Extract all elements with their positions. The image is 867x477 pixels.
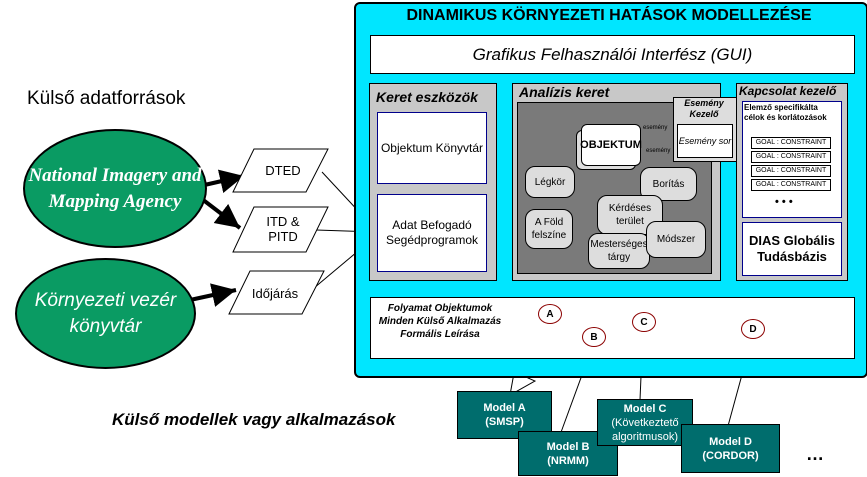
model-a-name: Model A	[483, 402, 526, 414]
model-d-sub: (CORDOR)	[702, 449, 759, 462]
connector-a: A	[538, 304, 562, 324]
model-c-name: Model C	[623, 402, 667, 415]
object-library-box: Objektum Könyvtár	[377, 112, 487, 184]
external-sources-heading: Külső adatforrások	[27, 88, 186, 109]
model-b-name: Model B	[546, 440, 590, 453]
esemeny-label-2: esemény	[646, 148, 671, 154]
weather-parallelogram	[228, 270, 325, 315]
env-library-label: Környezeti vezér könyvtár	[34, 289, 177, 337]
gui-box: Grafikus Felhasználói Interfész (GUI)	[370, 35, 855, 74]
node-artificial-object: Mesterséges tárgy	[588, 233, 650, 269]
goals-title: Elemző specifikálta célok és korlátozáso…	[744, 103, 827, 122]
weather-label: Időjárás	[251, 285, 299, 301]
itd-label: ITD & PITD	[266, 214, 300, 244]
model-c: Model C(Következtető algoritmusok)	[597, 399, 693, 446]
itd-parallelogram	[232, 206, 329, 253]
frame-tools-title: Keret eszközök	[376, 89, 478, 105]
esemeny-label-1: esemény	[643, 125, 668, 131]
connection-title: Kapcsolat kezelő	[739, 84, 837, 98]
model-a-sub: (SMSP)	[485, 416, 524, 428]
goal-row-4: GOAL : CONSTRAINT	[751, 179, 831, 191]
analysis-title: Analízis keret	[519, 84, 610, 100]
connector-c: C	[632, 312, 656, 332]
object-box: OBJEKTUM	[580, 124, 642, 166]
data-loader-box: Adat Befogadó Segédprogramok	[377, 194, 487, 272]
dted-label: DTED	[265, 162, 301, 178]
process-objects-text: Folyamat Objektumok Minden Külső Alkalma…	[378, 303, 502, 340]
goals-ellipsis: • • •	[775, 196, 793, 208]
main-title: DINAMIKUS KÖRNYEZETI HATÁSOK MODELLEZÉSE	[406, 7, 812, 24]
env-library-ellipse: Környezeti vezér könyvtár	[15, 258, 196, 369]
node-earth-surface: A Föld felszíne	[525, 209, 573, 249]
event-handler-title: Esemény Kezelő	[684, 98, 724, 119]
nima-label: National Imagery and Mapping Agency	[28, 164, 202, 212]
model-c-sub: (Következtető algoritmusok)	[611, 416, 679, 443]
goal-row-3: GOAL : CONSTRAINT	[751, 165, 831, 177]
model-d-name: Model D	[709, 435, 752, 448]
external-models-heading: Külső modellek vagy alkalmazások	[112, 410, 396, 429]
process-objects-box	[370, 297, 855, 359]
models-ellipsis: …	[806, 444, 824, 464]
dias-knowledge-base: DIAS Globális Tudásbázis	[742, 222, 842, 276]
node-atmosphere: Légkör	[525, 166, 575, 198]
node-area-of-interest: Kérdéses terület	[597, 195, 663, 235]
nima-ellipse: National Imagery and Mapping Agency	[23, 129, 207, 248]
goal-row-1: GOAL : CONSTRAINT	[751, 137, 831, 149]
node-method: Módszer	[646, 221, 706, 258]
event-queue-box: Esemény sor	[677, 124, 733, 158]
goal-row-2: GOAL : CONSTRAINT	[751, 151, 831, 163]
model-b-sub: (NRMM)	[547, 454, 589, 467]
model-d: Model D(CORDOR)	[681, 424, 780, 473]
connector-d: D	[741, 319, 765, 339]
dted-parallelogram	[232, 148, 329, 193]
connector-b: B	[582, 327, 606, 347]
